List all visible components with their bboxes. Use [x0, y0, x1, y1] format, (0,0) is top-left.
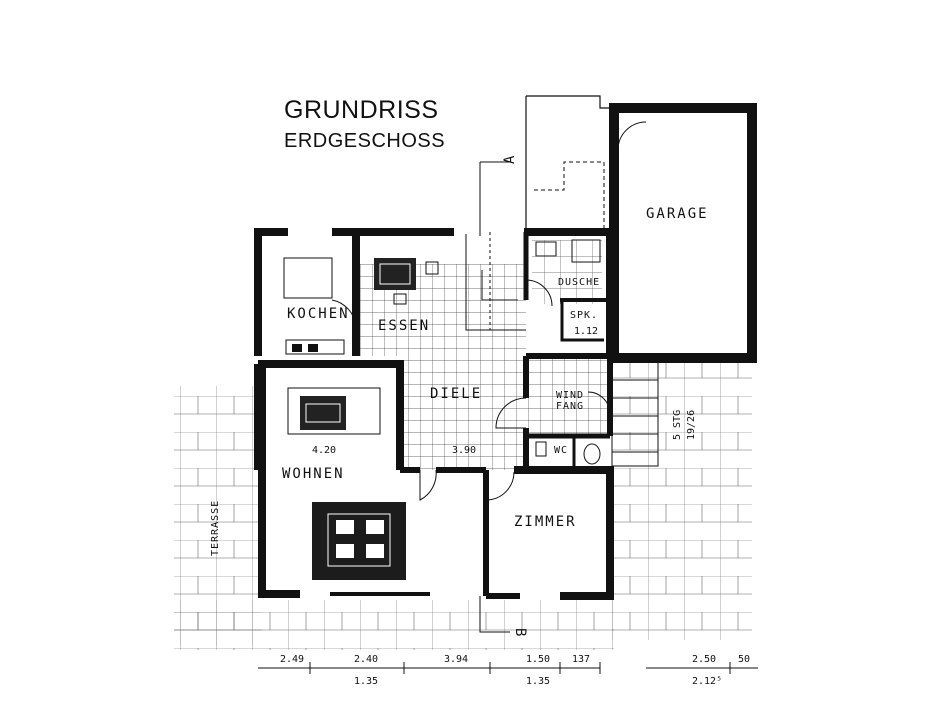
- dim-wohnen-width: 4.20: [312, 445, 336, 456]
- room-label-terrasse: TERRASSE: [210, 500, 221, 556]
- entry-stairs: [611, 359, 659, 467]
- room-label-dusche: DUSCHE: [558, 277, 600, 288]
- dim-spk-width: 1.12: [574, 326, 598, 337]
- dim-bottom-2: 2.40: [354, 654, 378, 665]
- dim-diele-width: 3.90: [452, 445, 476, 456]
- dim-bottom-5: 137: [572, 654, 590, 665]
- room-label-spk: SPK.: [570, 310, 598, 321]
- room-label-zimmer: ZIMMER: [514, 514, 577, 530]
- dim-bottom-9: 1.35: [526, 676, 550, 687]
- dim-bottom-1: 2.49: [280, 654, 304, 665]
- section-mark-b: B: [512, 628, 528, 638]
- tiled-floors: [356, 240, 610, 470]
- section-mark-a: A: [502, 154, 518, 164]
- room-label-wohnen: WOHNEN: [282, 466, 345, 482]
- walls: [254, 228, 614, 600]
- stairs-ratio: 19/26: [686, 410, 697, 440]
- furniture: [283, 239, 601, 580]
- room-label-windfang-1: WIND: [556, 390, 584, 401]
- room-label-kochen: KOCHEN: [287, 306, 350, 322]
- dim-bottom-7: 50: [738, 654, 750, 665]
- interior-stair: [465, 232, 526, 331]
- terrace-paving: [174, 360, 752, 650]
- plan-subtitle: ERDGESCHOSS: [284, 130, 446, 152]
- dim-bottom-3: 3.94: [444, 654, 468, 665]
- garage: [525, 95, 757, 363]
- room-label-diele: DIELE: [430, 386, 482, 402]
- section-marks: [479, 161, 510, 633]
- plan-title: GRUNDRISS: [284, 96, 439, 124]
- stairs-steps: 5 STG: [672, 410, 683, 440]
- dimension-lines: [258, 662, 758, 674]
- room-label-wc: WC: [554, 445, 568, 456]
- room-label-essen: ESSEN: [378, 318, 430, 334]
- room-label-garage: GARAGE: [646, 206, 709, 222]
- dim-bottom-8: 1.35: [354, 676, 378, 687]
- dim-bottom-4: 1.50: [526, 654, 550, 665]
- dim-bottom-10: 2.12⁵: [692, 676, 722, 687]
- room-label-windfang-2: FANG: [556, 401, 584, 412]
- dim-bottom-6: 2.50: [692, 654, 716, 665]
- door-swings: [331, 279, 611, 501]
